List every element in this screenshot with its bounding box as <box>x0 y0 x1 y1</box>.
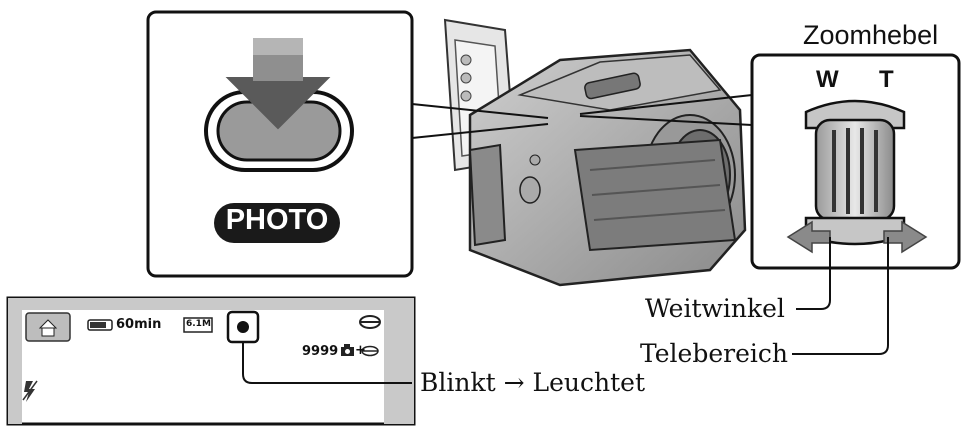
indicator-leader-line <box>242 342 412 384</box>
indicator-callout: Blinkt → Leuchtet <box>420 370 645 395</box>
photo-button-panel <box>146 10 414 278</box>
indicator-before-label: Blinkt <box>420 368 496 397</box>
lcd-display-panel <box>6 296 416 426</box>
image-size-icon <box>183 317 213 333</box>
zoom-tele-letter: T <box>879 66 894 93</box>
media-icon <box>359 315 381 329</box>
callout-lines <box>411 94 753 139</box>
zoom-lever-panel <box>750 53 961 270</box>
record-indicator-icon <box>237 321 249 333</box>
press-arrow-icon <box>225 38 331 130</box>
image-size-value: 6.1M <box>186 319 211 329</box>
memory-icon <box>361 345 379 357</box>
zoom-tele-label: Telebereich <box>640 339 788 368</box>
indicator-after-label: Leuchtet <box>532 368 646 397</box>
zoom-leader-lines <box>792 237 889 355</box>
zoom-lever-title: Zoomhebel <box>803 20 939 50</box>
camera-icon <box>341 344 354 356</box>
battery-remaining: 60min <box>116 317 162 332</box>
indicator-arrow: → <box>503 368 525 397</box>
battery-icon <box>87 319 113 331</box>
zoom-lever-barrel <box>814 118 896 222</box>
zoom-wide-letter: W <box>816 66 839 93</box>
flash-off-icon <box>22 380 38 402</box>
photo-button-label: PHOTO <box>225 204 329 236</box>
photo-label-badge <box>214 203 340 243</box>
zoom-wide-label: Weitwinkel <box>645 294 785 323</box>
zoom-tele-arrow-icon <box>883 220 928 254</box>
home-icon <box>38 319 58 337</box>
remaining-count: 9999 <box>302 344 339 359</box>
camcorder-illustration <box>443 18 747 287</box>
